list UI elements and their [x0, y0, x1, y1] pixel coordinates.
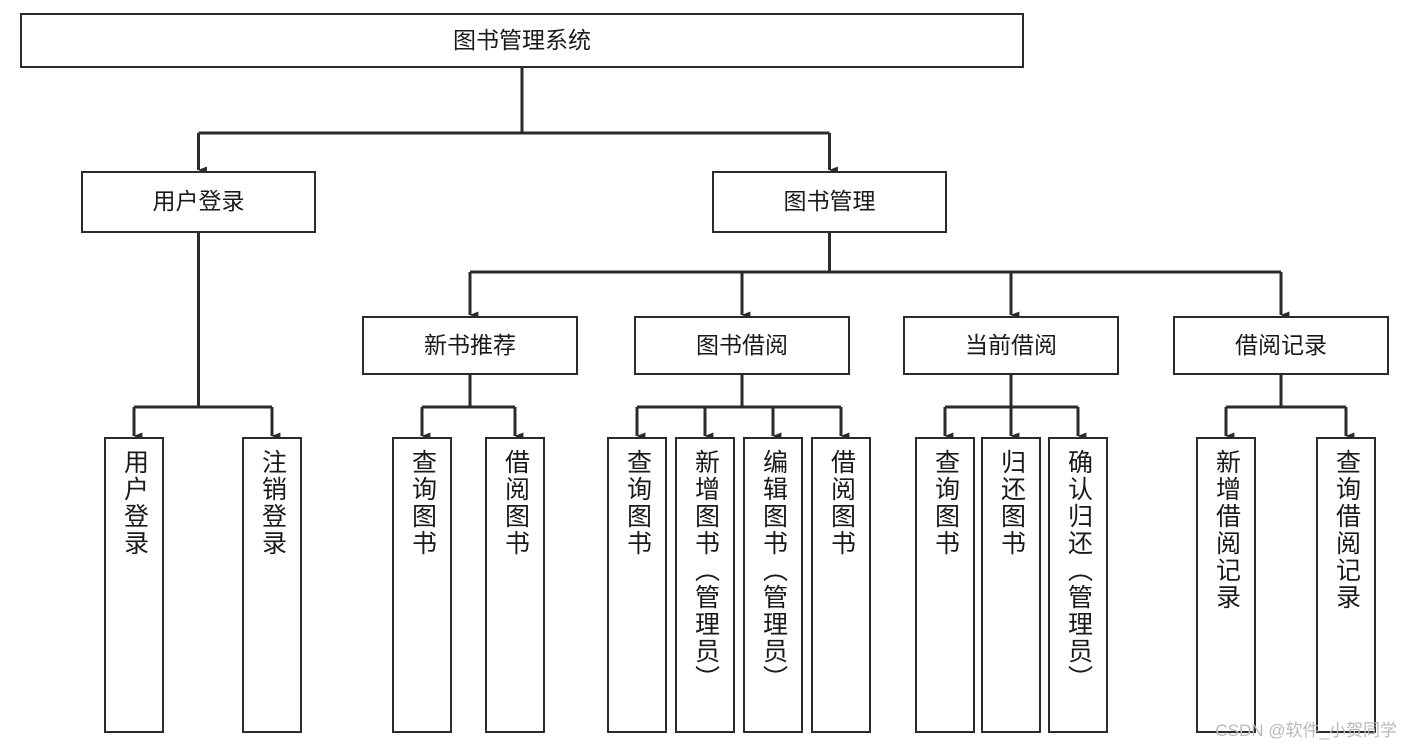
node-current[interactable]: 当前借阅	[903, 316, 1119, 375]
node-label: 用户登录	[152, 188, 245, 215]
node-label: 借阅图书	[501, 449, 530, 557]
node-label: 借阅记录	[1235, 331, 1327, 358]
node-records[interactable]: 借阅记录	[1173, 316, 1389, 375]
node-leaf-rc-query[interactable]: 查询借阅记录	[1316, 437, 1376, 733]
node-label: 新书推荐	[424, 331, 516, 358]
node-label: 查询图书	[623, 449, 652, 557]
node-label: 借阅图书	[827, 449, 856, 557]
node-label: 图书借阅	[696, 331, 788, 358]
node-leaf-nb-query[interactable]: 查询图书	[392, 437, 452, 733]
node-borrow[interactable]: 图书借阅	[634, 316, 850, 375]
node-newbooks[interactable]: 新书推荐	[362, 316, 578, 375]
node-label: 用户登录	[120, 449, 149, 557]
node-leaf-user-login[interactable]: 用户登录	[104, 437, 164, 733]
node-leaf-cu-return[interactable]: 归还图书	[981, 437, 1041, 733]
node-leaf-rc-add[interactable]: 新增借阅记录	[1196, 437, 1256, 733]
watermark: CSDN @软件_小贺同学	[1215, 721, 1397, 740]
node-leaf-bw-borrow[interactable]: 借阅图书	[811, 437, 871, 733]
node-leaf-cu-confirm[interactable]: 确认归还（管理员）	[1048, 437, 1108, 733]
node-label: 图书管理系统	[453, 26, 591, 53]
node-leaf-bw-query[interactable]: 查询图书	[607, 437, 667, 733]
node-login[interactable]: 用户登录	[81, 171, 316, 233]
node-label: 查询图书	[931, 449, 960, 557]
node-label: 图书管理	[783, 188, 876, 215]
node-label: 查询图书	[408, 449, 437, 557]
node-bookmgmt[interactable]: 图书管理	[712, 171, 947, 233]
node-leaf-logout[interactable]: 注销登录	[242, 437, 302, 733]
node-label: 确认归还（管理员）	[1064, 449, 1093, 692]
node-label: 编辑图书（管理员）	[759, 449, 788, 692]
node-label: 新增图书（管理员）	[691, 449, 720, 692]
node-label: 当前借阅	[965, 331, 1057, 358]
node-leaf-nb-borrow[interactable]: 借阅图书	[485, 437, 545, 733]
node-label: 归还图书	[997, 449, 1026, 557]
node-label: 新增借阅记录	[1212, 449, 1241, 611]
node-root[interactable]: 图书管理系统	[20, 13, 1024, 68]
node-label: 查询借阅记录	[1332, 449, 1361, 611]
node-leaf-cu-query[interactable]: 查询图书	[915, 437, 975, 733]
node-leaf-bw-add[interactable]: 新增图书（管理员）	[675, 437, 735, 733]
node-label: 注销登录	[258, 449, 287, 557]
node-leaf-bw-edit[interactable]: 编辑图书（管理员）	[743, 437, 803, 733]
